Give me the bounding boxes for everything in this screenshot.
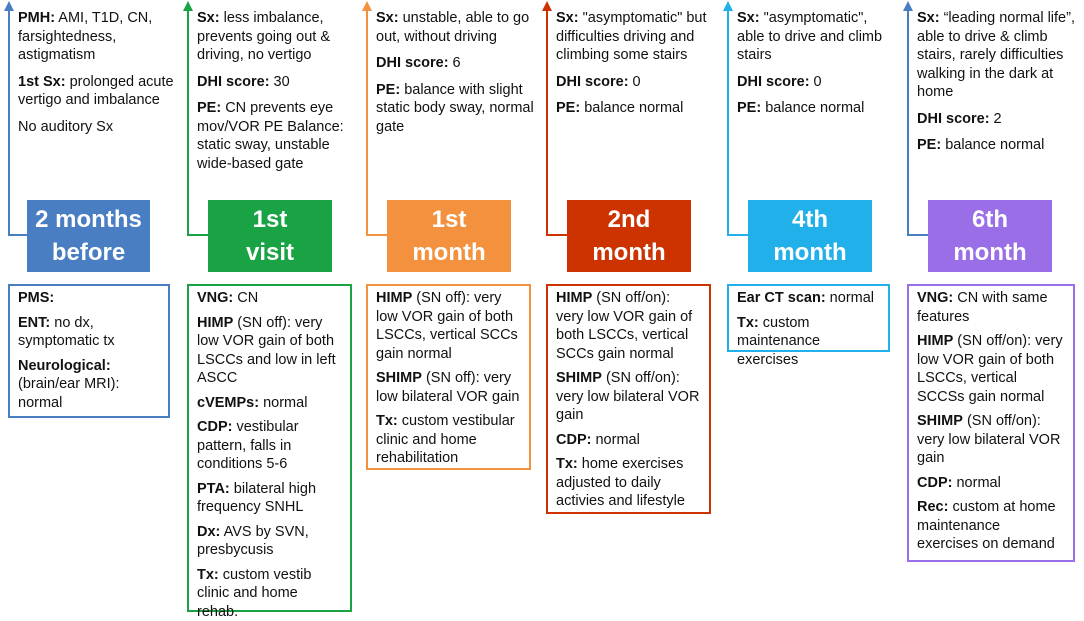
top-notes-6th-month: Sx: “leading normal life”, able to drive… (917, 9, 1080, 163)
note-dhi: DHI score: 0 (737, 73, 897, 92)
note-sx: Sx: less imbalance, prevents going out &… (197, 9, 367, 65)
timeline-arrow-1st-month (366, 9, 368, 235)
note-pe: PE: balance with slight static body sway… (376, 81, 541, 137)
arrow-head-icon (903, 1, 913, 11)
finding-tx: Tx: home exercises adjusted to daily act… (556, 455, 701, 511)
finding-himp: HIMP (SN off): very low VOR gain of both… (197, 314, 342, 388)
finding-ear-ct: Ear CT scan: normal (737, 289, 880, 308)
timeline-arrow-6th-month (907, 9, 909, 235)
finding-cdp: CDP: normal (917, 474, 1065, 493)
note-auditory: No auditory Sx (18, 118, 188, 137)
findings-box-2nd-month: HIMP (SN off/on): very low VOR gain of b… (546, 284, 711, 514)
findings-box-4th-month: Ear CT scan: normal Tx: custom maintenan… (727, 284, 890, 352)
note-sx: Sx: “leading normal life”, able to drive… (917, 9, 1080, 102)
connector-line (546, 234, 568, 236)
arrow-head-icon (542, 1, 552, 11)
top-notes-1st-month: Sx: unstable, able to go out, without dr… (376, 9, 541, 144)
finding-neurological: Neurological: (brain/ear MRI): normal (18, 357, 160, 413)
connector-line (8, 234, 28, 236)
findings-box-6th-month: VNG: CN with same features HIMP (SN off/… (907, 284, 1075, 562)
note-dhi: DHI score: 0 (556, 73, 721, 92)
finding-pms: PMS: (18, 289, 160, 308)
arrow-head-icon (183, 1, 193, 11)
top-notes-2nd-month: Sx: "asymptomatic" but difficulties driv… (556, 9, 721, 126)
finding-cdp: CDP: vestibular pattern, falls in condit… (197, 418, 342, 474)
arrow-head-icon (362, 1, 372, 11)
timeline-arrow-2-months-before (8, 9, 10, 235)
arrow-head-icon (4, 1, 14, 11)
finding-himp: HIMP (SN off): very low VOR gain of both… (376, 289, 521, 363)
note-sx: Sx: "asymptomatic", able to drive and cl… (737, 9, 897, 65)
finding-pta: PTA: bilateral high frequency SNHL (197, 480, 342, 517)
timeline-arrow-1st-visit (187, 9, 189, 235)
top-notes-2-months-before: PMH: AMI, T1D, CN, farsightedness, astig… (18, 9, 188, 144)
connector-line (366, 234, 388, 236)
timeline-arrow-2nd-month (546, 9, 548, 235)
note-pe: PE: CN prevents eye mov/VOR PE Balance: … (197, 99, 367, 173)
finding-cdp: CDP: normal (556, 431, 701, 450)
connector-line (907, 234, 929, 236)
top-notes-1st-visit: Sx: less imbalance, prevents going out &… (197, 9, 367, 181)
note-pe: PE: balance normal (917, 136, 1080, 155)
note-first-sx: 1st Sx: prolonged acute vertigo and imba… (18, 73, 188, 110)
finding-shimp: SHIMP (SN off/on): very low bilateral VO… (556, 369, 701, 425)
finding-tx: Tx: custom vestibular clinic and home re… (376, 412, 521, 468)
finding-himp: HIMP (SN off/on): very low VOR gain of b… (556, 289, 701, 363)
connector-line (187, 234, 209, 236)
top-notes-4th-month: Sx: "asymptomatic", able to drive and cl… (737, 9, 897, 126)
findings-box-2-months-before: PMS: ENT: no dx, symptomatic tx Neurolog… (8, 284, 170, 418)
note-pmh: PMH: AMI, T1D, CN, farsightedness, astig… (18, 9, 188, 65)
timeline-arrow-4th-month (727, 9, 729, 235)
findings-box-1st-visit: VNG: CN HIMP (SN off): very low VOR gain… (187, 284, 352, 612)
arrow-head-icon (723, 1, 733, 11)
finding-tx: Tx: custom maintenance exercises (737, 314, 880, 370)
finding-shimp: SHIMP (SN off): very low bilateral VOR g… (376, 369, 521, 406)
findings-box-1st-month: HIMP (SN off): very low VOR gain of both… (366, 284, 531, 470)
note-dhi: DHI score: 30 (197, 73, 367, 92)
note-dhi: DHI score: 2 (917, 110, 1080, 129)
note-dhi: DHI score: 6 (376, 54, 541, 73)
finding-himp: HIMP (SN off/on): very low VOR gain of b… (917, 332, 1065, 406)
finding-cvemps: cVEMPs: normal (197, 394, 342, 413)
finding-vng: VNG: CN with same features (917, 289, 1065, 326)
note-sx: Sx: "asymptomatic" but difficulties driv… (556, 9, 721, 65)
note-sx: Sx: unstable, able to go out, without dr… (376, 9, 541, 46)
finding-tx: Tx: custom vestib clinic and home rehab. (197, 566, 342, 621)
connector-line (727, 234, 749, 236)
finding-dx: Dx: AVS by SVN, presbycusis (197, 523, 342, 560)
note-pe: PE: balance normal (556, 99, 721, 118)
finding-vng: VNG: CN (197, 289, 342, 308)
note-pe: PE: balance normal (737, 99, 897, 118)
finding-shimp: SHIMP (SN off/on): very low bilateral VO… (917, 412, 1065, 468)
finding-rec: Rec: custom at home maintenance exercise… (917, 498, 1065, 554)
finding-ent: ENT: no dx, symptomatic tx (18, 314, 160, 351)
